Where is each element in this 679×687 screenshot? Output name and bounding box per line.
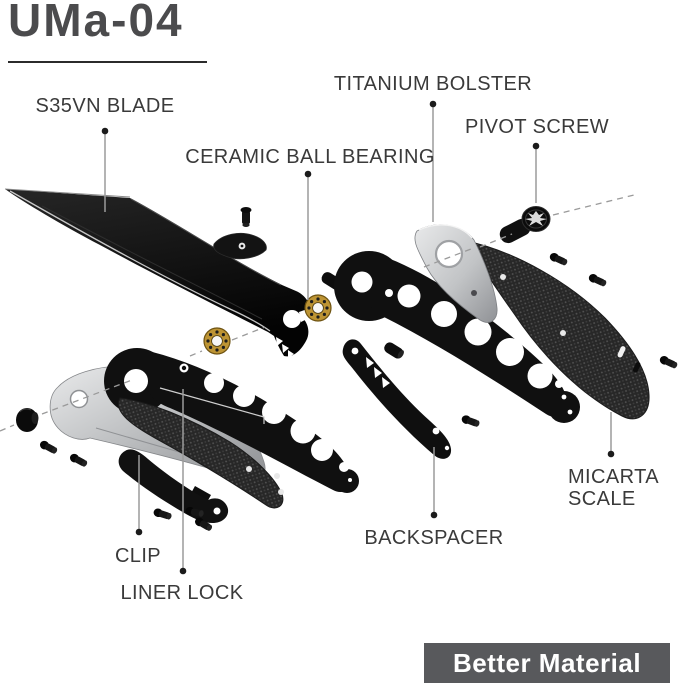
label-pivot-screw: PIVOT SCREW	[464, 116, 610, 138]
lock-side-liner-part	[104, 348, 359, 493]
lock-bar-cut	[159, 387, 265, 424]
assembly-axis-dashes	[0, 193, 639, 432]
show-side-liner-part	[334, 251, 580, 423]
label-ceramic-ball-bearing: CERAMIC BALL BEARING	[185, 146, 435, 168]
better-material-badge: Better Material	[424, 643, 670, 683]
blade-part	[4, 188, 315, 358]
backspacer-part	[342, 339, 452, 459]
label-micarta-scale-line1: MICARTA	[568, 466, 659, 488]
blade-jimping	[276, 337, 294, 358]
bolster-pivot-hole	[434, 239, 464, 269]
label-titanium-bolster: TITANIUM BOLSTER	[333, 73, 533, 95]
label-clip: CLIP	[114, 545, 162, 567]
pivot-cap	[16, 408, 39, 432]
leader-lines	[104, 104, 612, 571]
standoff-barrel	[384, 342, 404, 359]
titanium-bolster-part	[414, 224, 498, 323]
micarta-scale-right-part	[465, 240, 650, 420]
micarta-scale-left-part	[117, 397, 284, 509]
label-micarta-scale-line2: SCALE	[568, 488, 636, 510]
stop-pin-screw	[240, 207, 252, 227]
title-underline	[8, 61, 207, 63]
eagle-logo	[525, 211, 547, 226]
leader-dots	[101, 100, 615, 575]
label-blade: S35VN BLADE	[35, 95, 175, 117]
label-backspacer: BACKSPACER	[364, 527, 504, 549]
blade-pivot-hole	[283, 310, 301, 328]
label-liner-lock: LINER LOCK	[120, 582, 244, 604]
ceramic-bearing-right	[304, 294, 332, 322]
label-micarta-scale: MICARTA SCALE	[568, 466, 659, 510]
page-title: UMa-04	[8, 0, 184, 46]
pivot-screw-part	[499, 206, 551, 244]
ceramic-bearing-left	[203, 327, 231, 355]
pocket-clip-part	[118, 449, 229, 524]
pivot-plate	[213, 232, 267, 260]
